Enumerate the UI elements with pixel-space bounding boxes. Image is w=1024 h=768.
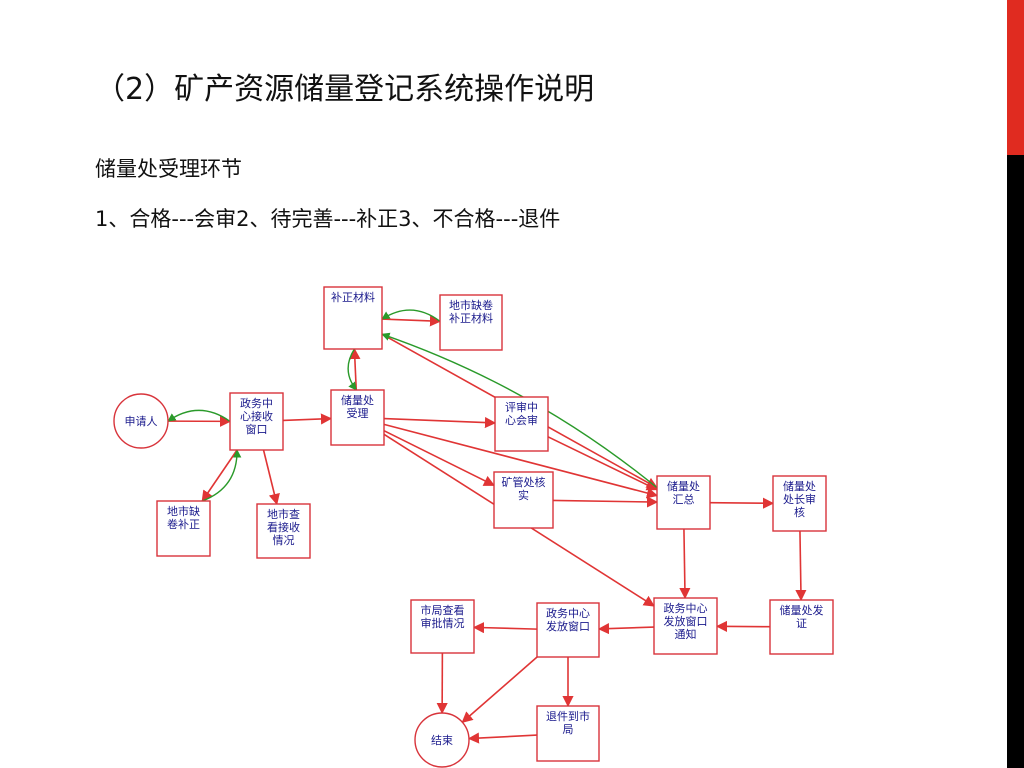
- node-dishi_que-shape: [439, 294, 503, 351]
- flowchart-diagram: 补正材料地市缺卷补正材料申请人政务中心接收窗口储量处受理评审中心会审地市缺卷补正…: [113, 286, 834, 768]
- node-buzheng: 补正材料: [323, 286, 383, 350]
- edge-fafang-to-jieshu: [461, 656, 538, 723]
- edge-huizong-to-shenhe: [709, 497, 775, 509]
- nodes-layer: 补正材料地市缺卷补正材料申请人政务中心接收窗口储量处受理评审中心会审地市缺卷补正…: [113, 286, 834, 768]
- node-shenqing: 申请人: [113, 393, 169, 449]
- right-decor-bar: [1007, 0, 1024, 768]
- edge-zhengwu_jieshou-to-shenqing: [167, 409, 231, 422]
- node-tuijian-shape: [536, 705, 600, 762]
- node-shenhe-label-2: 核: [794, 505, 805, 519]
- node-huizong-label-0: 储量处: [667, 479, 700, 493]
- node-chuliang_shouli-label-0: 储量处: [341, 393, 374, 407]
- node-jieshu-label-0: 结束: [431, 734, 453, 747]
- node-tongzhi-label-0: 政务中心: [664, 601, 708, 615]
- edge-dishi_que2-to-zhengwu_jieshou: [202, 449, 242, 502]
- edge-chuliang_shouli-to-kuangguan: [383, 429, 496, 487]
- node-shenqing-label-0: 申请人: [125, 415, 158, 428]
- node-buzheng-shape: [323, 286, 383, 350]
- node-dishi_chakan-label-1: 看接收: [267, 520, 300, 534]
- node-buzheng-label-0: 补正材料: [331, 290, 375, 304]
- slide-body-text: 1、合格---会审2、待完善---补正3、不合格---退件: [95, 207, 561, 231]
- node-kuangguan-label-0: 矿管处核: [502, 475, 546, 489]
- edge-buzheng-to-dishi_que: [381, 315, 442, 327]
- edge-chuliang_shouli-to-buzheng: [349, 347, 361, 391]
- node-tuijian-label-0: 退件到市: [546, 709, 590, 723]
- slide-subtitle: 储量处受理环节: [95, 157, 242, 181]
- node-fafang-label-1: 发放窗口: [546, 619, 590, 633]
- slide-title: （2）矿产资源储量登记系统操作说明: [95, 72, 595, 107]
- node-shenhe-label-0: 储量处: [783, 479, 816, 493]
- node-tongzhi-label-2: 通知: [675, 627, 697, 641]
- node-tuijian-label-1: 局: [563, 723, 574, 736]
- node-zhengwu_jieshou-shape: [229, 392, 284, 451]
- node-pingshen-shape: [494, 396, 549, 452]
- node-jieshu-shape: [414, 712, 470, 768]
- node-fafang-shape: [536, 602, 600, 658]
- edge-zhengwu_jieshou-to-dishi_chakan: [262, 449, 280, 506]
- edge-tongzhi-to-fafang: [597, 623, 655, 635]
- node-shenhe-shape: [772, 475, 827, 532]
- node-huizong-shape: [656, 475, 711, 530]
- edge-huizong-to-tongzhi: [679, 528, 691, 600]
- edge-tuijian-to-jieshu: [467, 732, 538, 744]
- node-shiju-label-1: 审批情况: [421, 616, 465, 630]
- edge-dishi_que-to-buzheng: [381, 309, 441, 322]
- node-fazheng-label-1: 证: [796, 617, 807, 630]
- node-dishi_chakan-label-0: 地市查: [267, 507, 300, 521]
- node-zhengwu_jieshou-label-0: 政务中: [240, 396, 273, 410]
- edge-fafang-to-shiju: [472, 622, 538, 634]
- edge-zhengwu_jieshou-to-dishi_que2: [201, 449, 238, 502]
- node-dishi_chakan-shape: [256, 503, 311, 559]
- node-dishi_que2-label-0: 地市缺: [167, 504, 200, 518]
- node-chuliang_shouli: 储量处受理: [330, 389, 385, 446]
- node-dishi_que-label-0: 地市缺卷: [449, 298, 493, 312]
- edge-pingshen-to-huizong: [547, 436, 659, 491]
- node-chuliang_shouli-shape: [330, 389, 385, 446]
- node-shenhe-label-1: 处长审: [783, 492, 816, 506]
- node-zhengwu_jieshou-label-2: 窗口: [246, 422, 268, 436]
- node-shiju-label-0: 市局查看: [421, 603, 465, 617]
- node-dishi_que2-shape: [156, 500, 211, 557]
- edge-kuangguan-to-huizong: [552, 496, 659, 508]
- node-pingshen-label-1: 心会审: [505, 413, 538, 427]
- edge-chuliang_shouli-to-pingshen: [383, 416, 497, 429]
- node-dishi_que2-label-1: 卷补正: [167, 517, 200, 531]
- node-dishi_que-label-1: 补正材料: [449, 311, 493, 325]
- node-kuangguan-label-1: 实: [518, 488, 529, 502]
- node-shiju-shape: [410, 599, 475, 654]
- edges-layer: [167, 309, 807, 744]
- edge-buzheng-to-chuliang_shouli: [347, 348, 357, 391]
- edge-zhengwu_jieshou-to-chuliang_shouli: [282, 413, 333, 425]
- node-shenqing-shape: [113, 393, 169, 449]
- node-dishi_chakan-label-2: 情况: [273, 534, 295, 547]
- node-fazheng-label-0: 储量处发: [780, 603, 824, 617]
- edge-shenhe-to-fazheng: [795, 530, 807, 602]
- node-zhengwu_jieshou-label-1: 心接收: [240, 409, 273, 423]
- edge-chuliang_shouli-to-huizong: [383, 423, 659, 499]
- node-kuangguan-shape: [493, 471, 554, 529]
- node-tongzhi-label-1: 发放窗口: [664, 614, 708, 628]
- node-fazheng-shape: [769, 599, 834, 655]
- node-pingshen-label-0: 评审中: [505, 400, 538, 414]
- node-huizong-label-1: 汇总: [673, 492, 695, 506]
- node-fafang-label-0: 政务中心: [546, 606, 590, 620]
- node-jieshu: 结束: [414, 712, 470, 768]
- right-accent-bar: [1007, 0, 1024, 155]
- node-chuliang_shouli-label-1: 受理: [347, 407, 369, 420]
- node-tongzhi-shape: [653, 597, 718, 655]
